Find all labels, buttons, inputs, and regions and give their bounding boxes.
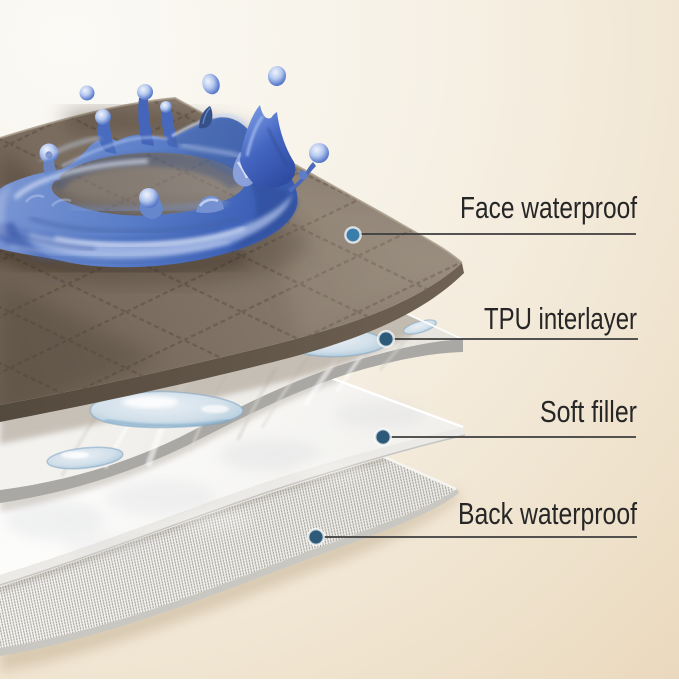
svg-text:Face waterproof: Face waterproof bbox=[460, 190, 637, 225]
svg-text:Back waterproof: Back waterproof bbox=[458, 496, 637, 531]
svg-text:Soft filler: Soft filler bbox=[540, 394, 637, 429]
svg-text:TPU interlayer: TPU interlayer bbox=[484, 301, 637, 336]
